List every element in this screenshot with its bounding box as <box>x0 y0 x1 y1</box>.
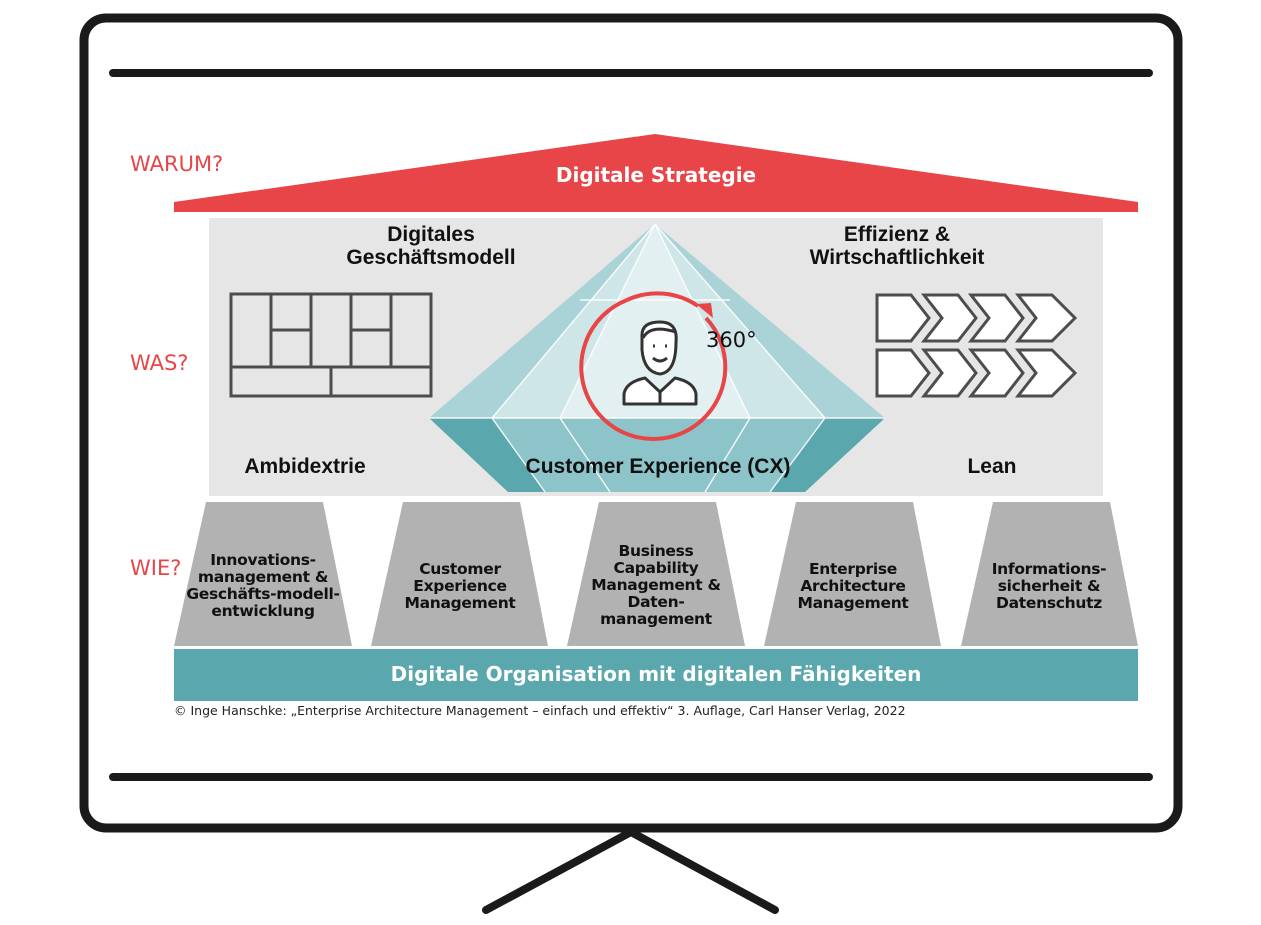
monitor-stand-right <box>627 828 779 914</box>
pillar-3 <box>567 502 745 646</box>
header-digital-business-model: Digitales Geschäftsmodell <box>300 223 562 269</box>
header-right-line-2: Wirtschaftlichkeit <box>809 246 985 269</box>
pillar-1-line-3: Geschäfts-modell- <box>186 585 340 603</box>
pillar-4-label: Enterprise Architecture Management <box>768 561 938 612</box>
header-efficiency: Effizienz & Wirtschaftlichkeit <box>760 223 1034 269</box>
wie-label: WIE? <box>130 556 182 580</box>
pillar-4 <box>764 502 941 646</box>
warum-label: WARUM? <box>130 152 224 176</box>
pillar-3-label: Business Capability Management & Daten- … <box>571 543 741 628</box>
base-title: Digitale Organisation mit digitalen Fähi… <box>390 662 922 686</box>
pillar-1-label: Innovations- management & Geschäfts-mode… <box>178 552 348 620</box>
base-bar <box>174 649 1138 701</box>
pillar-1-line-4: entwicklung <box>211 602 315 620</box>
pillar-2-line-1: Customer <box>419 560 501 578</box>
pillar-5-line-2: sicherheit & <box>997 577 1101 595</box>
label-customer-experience: Customer Experience (CX) <box>525 455 791 478</box>
header-left-line-1: Digitales <box>387 223 475 246</box>
pillar-2-label: Customer Experience Management <box>375 561 545 612</box>
pillar-1-line-1: Innovations- <box>210 551 316 569</box>
pillar-4-line-3: Management <box>797 594 909 612</box>
pillar-4-line-2: Architecture <box>800 577 906 595</box>
was-label: WAS? <box>130 351 189 375</box>
pillar-5-label: Informations- sicherheit & Datenschutz <box>964 561 1134 612</box>
degree-label: 360° <box>706 328 757 352</box>
business-model-canvas-icon <box>229 292 433 398</box>
pillar-1 <box>174 502 352 646</box>
lean-chevrons-icon <box>875 293 1078 398</box>
roof-title: Digitale Strategie <box>555 163 757 187</box>
label-lean: Lean <box>967 455 1017 478</box>
pillar-5 <box>961 502 1138 646</box>
pillar-3-line-2: Capability <box>613 559 699 577</box>
pillar-3-line-4: Daten- <box>627 593 685 611</box>
pillar-2 <box>371 502 548 646</box>
cx-diamond-icon <box>429 223 885 493</box>
pillar-3-line-5: management <box>600 610 712 628</box>
label-ambidextrie: Ambidextrie <box>244 455 366 478</box>
pillar-5-line-3: Datenschutz <box>996 594 1102 612</box>
pillar-3-line-3: Management & <box>591 576 721 594</box>
pillar-2-line-3: Management <box>404 594 516 612</box>
pillar-1-line-2: management & <box>197 568 329 586</box>
pillar-2-line-2: Experience <box>413 577 507 595</box>
pillar-5-line-1: Informations- <box>991 560 1107 578</box>
pillar-4-line-1: Enterprise <box>809 560 897 578</box>
roof-shape <box>174 134 1138 212</box>
pillar-3-line-1: Business <box>618 542 694 560</box>
copyright-note: © Inge Hanschke: „Enterprise Architectur… <box>174 703 906 718</box>
pillars <box>174 502 1138 646</box>
customer-person-icon <box>622 320 698 406</box>
monitor-stand-left <box>482 828 635 914</box>
header-right-line-1: Effizienz & <box>843 223 951 246</box>
header-left-line-2: Geschäftsmodell <box>346 246 516 269</box>
